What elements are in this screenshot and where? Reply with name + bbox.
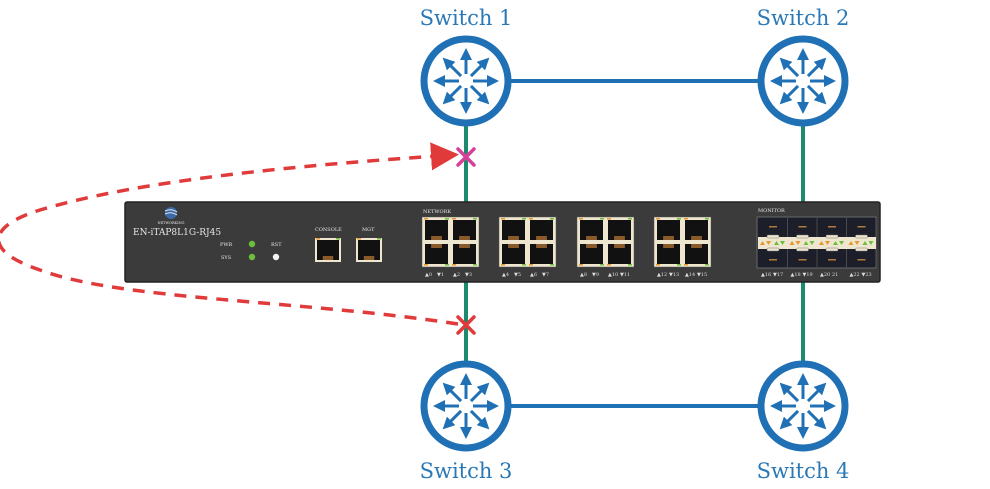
network-port[interactable] xyxy=(578,242,605,266)
network-port-label: ▲0 xyxy=(425,272,432,278)
network-port-group-2: ▲4 ▼5 ▲6 ▼7 xyxy=(498,216,557,278)
switch-2-label: Switch 2 xyxy=(757,6,850,30)
rst-label: RST xyxy=(271,242,282,248)
network-port-label: ▼13 xyxy=(669,272,679,278)
console-port[interactable] xyxy=(315,238,341,262)
switch-icon-3[interactable] xyxy=(420,360,512,452)
switch-arrow xyxy=(469,84,490,105)
monitor-label: MONITOR xyxy=(758,208,785,214)
network-port[interactable] xyxy=(606,218,633,242)
console-label: CONSOLE xyxy=(315,227,342,233)
network-port[interactable] xyxy=(423,242,450,266)
switch-arrow xyxy=(779,409,800,430)
network-port[interactable] xyxy=(683,218,710,242)
switch-arrow xyxy=(442,84,463,105)
monitor-port-label: ▲18 xyxy=(791,272,801,278)
switch-arrow xyxy=(469,409,490,430)
switch-arrow xyxy=(806,382,827,403)
brand-logo-icon xyxy=(164,207,178,219)
switch-arrow xyxy=(442,409,463,430)
network-port-label: ▲4 xyxy=(502,272,509,278)
switch-4-label: Switch 4 xyxy=(757,459,850,483)
switch-icon-4[interactable] xyxy=(757,360,849,452)
network-port[interactable] xyxy=(451,218,478,242)
switch-arrow xyxy=(806,84,827,105)
network-port-group-4: ▲12▼13 ▲14▼15 xyxy=(653,216,712,278)
network-port-group-3: ▲8 ▼9 ▲10▼11 xyxy=(576,216,635,278)
tap-device: NETWORKING EN-iTAP8L1G-RJ45 PWR SYS RST … xyxy=(124,201,881,283)
sys-label: SYS xyxy=(221,255,232,261)
failure-x-bottom-icon xyxy=(456,315,476,335)
switch-arrow xyxy=(779,84,800,105)
switch-icon-2[interactable] xyxy=(757,35,849,127)
network-port[interactable] xyxy=(655,218,682,242)
switch-1-label: Switch 1 xyxy=(420,6,513,30)
monitor-port-label: ▼17 xyxy=(773,272,783,278)
monitor-port-label: 21 xyxy=(832,272,838,278)
brand-name: NETWORKING xyxy=(158,221,185,225)
network-port[interactable] xyxy=(528,218,555,242)
network-port[interactable] xyxy=(423,218,450,242)
network-port[interactable] xyxy=(683,242,710,266)
monitor-sfp-port[interactable]: ▲18▼19 xyxy=(787,218,818,278)
switch-arrow xyxy=(442,382,463,403)
network-port-group-1: ▲0 ▼1 ▲2 ▼3 xyxy=(421,216,480,278)
network-port-label: ▲12 xyxy=(657,272,667,278)
network-port[interactable] xyxy=(451,242,478,266)
network-port-label: ▼7 xyxy=(542,272,549,278)
network-port-label: ▼15 xyxy=(697,272,707,278)
network-port[interactable] xyxy=(606,242,633,266)
monitor-port-label: ▼23 xyxy=(862,272,872,278)
switch-arrow xyxy=(442,57,463,78)
network-port[interactable] xyxy=(500,242,527,266)
network-port-label: ▼1 xyxy=(437,272,444,278)
network-port[interactable] xyxy=(655,242,682,266)
mgt-label: MGT xyxy=(362,227,375,233)
network-port[interactable] xyxy=(578,218,605,242)
switch-icon-1[interactable] xyxy=(420,35,512,127)
network-port-label: ▼9 xyxy=(592,272,599,278)
pwr-label: PWR xyxy=(220,242,233,248)
monitor-port-label: ▼19 xyxy=(803,272,813,278)
monitor-port-label: ▲22 xyxy=(850,272,860,278)
network-port-label: ▲2 xyxy=(453,272,460,278)
network-port-label: ▼5 xyxy=(514,272,521,278)
monitor-sfp-port[interactable]: ▲22▼23 xyxy=(846,218,877,278)
device-model: EN-iTAP8L1G-RJ45 xyxy=(133,228,221,238)
pwr-led xyxy=(248,240,256,248)
network-label: NETWORK xyxy=(423,209,451,215)
network-port-label: ▼3 xyxy=(465,272,472,278)
switch-arrow xyxy=(779,382,800,403)
sys-led xyxy=(248,253,256,261)
mgt-port[interactable] xyxy=(356,238,382,262)
monitor-port-label: ▲16 xyxy=(761,272,771,278)
failure-x-top-icon xyxy=(456,147,476,167)
network-port[interactable] xyxy=(500,218,527,242)
switch-arrow xyxy=(806,57,827,78)
switch-arrow xyxy=(806,409,827,430)
network-port-label: ▲6 xyxy=(530,272,537,278)
network-port[interactable] xyxy=(528,242,555,266)
switch-arrow xyxy=(469,57,490,78)
network-port-label: ▲14 xyxy=(685,272,695,278)
switch-3-label: Switch 3 xyxy=(420,459,513,483)
reset-button[interactable] xyxy=(272,253,280,261)
network-port-label: ▼11 xyxy=(620,272,630,278)
switch-arrow xyxy=(779,57,800,78)
switch-arrow xyxy=(469,382,490,403)
network-port-label: ▲10 xyxy=(608,272,618,278)
network-port-label: ▲8 xyxy=(580,272,587,278)
monitor-port-label: ▲20 xyxy=(820,272,830,278)
